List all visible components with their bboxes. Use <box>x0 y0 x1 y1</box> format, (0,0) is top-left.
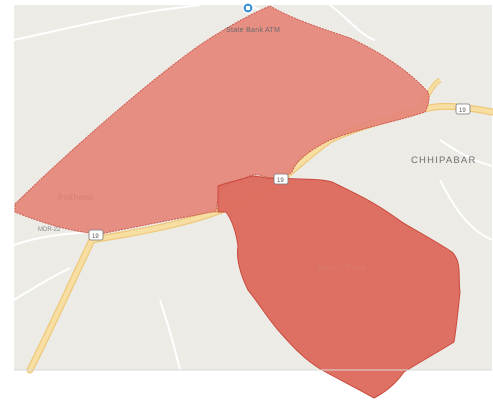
bank-pin-icon[interactable] <box>242 2 254 14</box>
road-label-west: MDR-22 <box>38 227 61 233</box>
highway-shield-icon: 19 <box>273 173 289 185</box>
poi-atm-label[interactable]: State Bank ATM <box>226 27 280 34</box>
highway-shield-icon: 19 <box>88 229 104 241</box>
region-pokhami[interactable] <box>14 5 430 235</box>
shield-west-text: 19 <box>92 234 99 240</box>
region-pokhami-label: Pokhami <box>58 193 93 202</box>
region-basoli-pura[interactable] <box>217 175 461 399</box>
shield-east-text: 19 <box>459 108 466 114</box>
highway-shield-icon: 19 <box>455 103 471 115</box>
region-basoli-pura-label: Basoli Pura <box>318 263 366 272</box>
place-chhipabar-label: CHHIPABAR <box>411 155 477 166</box>
shield-center-text: 19 <box>277 178 284 184</box>
